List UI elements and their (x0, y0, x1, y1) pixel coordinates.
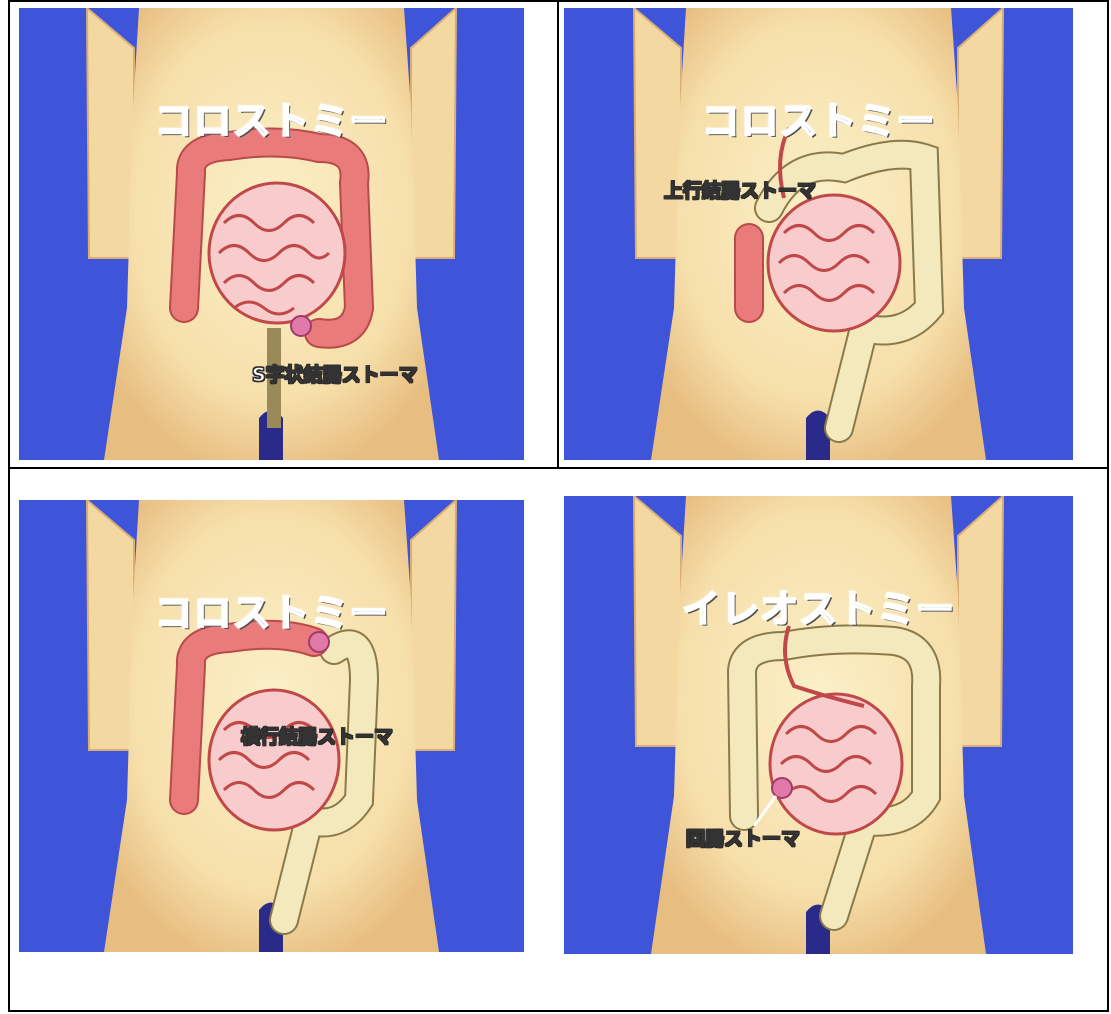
panel-title: コロストミー (564, 90, 1073, 145)
torso-illustration (19, 8, 524, 460)
stoma-marker (772, 778, 792, 798)
stoma-label: 横行結腸ストーマ (241, 722, 393, 749)
stoma-label: S字状結腸ストーマ (252, 360, 418, 387)
panel-title: イレオストミー (564, 578, 1073, 633)
panel-ascending-colostomy: コロストミー 上行結腸ストーマ (564, 8, 1073, 460)
horizontal-divider (10, 467, 1109, 469)
stoma-marker (291, 316, 311, 336)
panel-sigmoid-colostomy: コロストミー S字状結腸ストーマ (19, 8, 524, 460)
stoma-label: 回腸ストーマ (686, 824, 800, 851)
vertical-divider (557, 2, 559, 469)
panel-title: コロストミー (19, 90, 524, 145)
torso-illustration (564, 8, 1073, 460)
torso-illustration (564, 496, 1073, 954)
panel-ileostomy: イレオストミー 回腸ストーマ (564, 496, 1073, 954)
panel-transverse-colostomy: コロストミー 横行結腸ストーマ (19, 500, 524, 952)
panel-title: コロストミー (19, 582, 524, 637)
stoma-label: 上行結腸ストーマ (664, 176, 816, 203)
